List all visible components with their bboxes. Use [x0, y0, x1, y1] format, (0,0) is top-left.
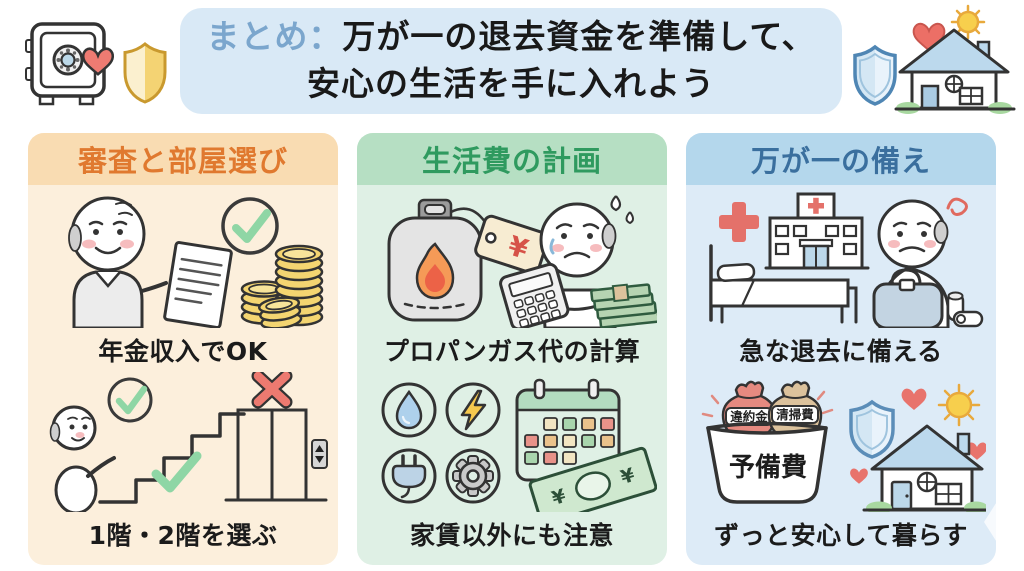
elevator-icon — [224, 408, 328, 502]
lightning-circle-icon — [445, 382, 501, 438]
hospital-icon — [764, 192, 870, 270]
sun-icon — [950, 4, 986, 40]
column-emergency-header: 万が一の備え — [686, 133, 996, 185]
banknote-stack-icon — [590, 283, 657, 328]
pension-illustration-area — [28, 185, 338, 331]
label-choose-floor: 1階・2階を選ぶ — [88, 521, 278, 550]
title-line-2: 安心の生活を手に入れよう — [307, 64, 715, 103]
calculator-icon — [499, 262, 570, 328]
label-prepare-move: 急な退去に備える — [739, 337, 943, 366]
gold-shield-icon — [123, 42, 167, 104]
label-propane-calc: プロパンガス代の計算 — [383, 337, 641, 366]
utilities-calendar-illustration: ¥ ¥ — [381, 378, 657, 512]
heart-icon — [966, 442, 986, 460]
title-prefix: まとめ： — [206, 17, 343, 57]
stairs-icon — [98, 412, 246, 504]
cleaning-bag-label: 清掃費 — [776, 407, 814, 422]
green-check-icon — [151, 451, 202, 493]
safe-icon — [25, 22, 106, 106]
propane-tank-icon — [387, 198, 483, 322]
water-drop-circle-icon — [381, 382, 437, 438]
sudden-move-illustration-area — [686, 185, 996, 331]
red-x-icon — [251, 372, 293, 409]
label-pension-ok: 年金収入でOK — [98, 337, 268, 366]
title-banner: まとめ：万が一の退去資金を準備して、 安心の生活を手に入れよう — [180, 8, 842, 114]
reserve-tub-icon: 予備費 — [706, 421, 828, 504]
stress-squiggle-icon — [946, 197, 968, 216]
document-icon — [163, 241, 233, 328]
heart-icon — [81, 47, 115, 76]
heart-icon — [901, 388, 927, 411]
title-line-1: まとめ：万が一の退去資金を準備して、 — [206, 15, 815, 60]
penalty-bag-label: 違約金 — [730, 409, 768, 424]
blue-shield-icon — [853, 44, 897, 106]
medical-cross-icon — [719, 202, 759, 242]
yen-banknote-icon: ¥ ¥ — [528, 446, 657, 512]
sparkle-dashes — [701, 390, 834, 434]
hospital-bed-packing-illustration — [709, 192, 984, 328]
price-tag-icon: ¥ — [450, 207, 550, 275]
header-left-icons — [25, 22, 167, 106]
house-icon — [894, 28, 1016, 114]
reserve-fund-house-illustration: 違約金 清掃費 予備費 — [701, 380, 986, 512]
yen-symbol: ¥ — [549, 485, 568, 510]
sweat-drop-icon — [625, 211, 634, 225]
bed-icon — [709, 244, 858, 324]
calendar-icon — [515, 378, 621, 482]
column-living-costs: 生活費の計画 ¥ — [357, 133, 667, 565]
check-circle-icon — [221, 197, 279, 255]
reserve-tub-label: 予備費 — [729, 452, 807, 483]
reserve-fund-illustration-area: 違約金 清掃費 予備費 — [686, 369, 996, 515]
label-live-secure: ずっと安心して暮らす — [714, 521, 968, 550]
coin-stacks-icon — [240, 244, 324, 328]
pension-check-coins-illustration — [68, 196, 324, 328]
sweat-drop-icon — [610, 195, 622, 212]
blue-shield-icon — [849, 399, 895, 459]
check-circle-icon — [107, 377, 153, 423]
column-screening: 審査と部屋選び — [28, 133, 338, 565]
sun-icon — [937, 383, 981, 427]
title-line-1-text: 万が一の退去資金を準備して、 — [342, 17, 816, 57]
column-screening-header: 審査と部屋選び — [28, 133, 338, 185]
column-living-costs-header: 生活費の計画 — [357, 133, 667, 185]
heart-icon — [850, 468, 868, 484]
header-right-icons — [853, 4, 1016, 114]
propane-calculation-illustration: ¥ — [387, 195, 657, 328]
propane-illustration-area: ¥ — [357, 185, 667, 331]
stairs-elevator-illustration — [49, 372, 328, 512]
house-icon — [862, 424, 986, 512]
elderly-person-pointing-icon — [49, 405, 116, 512]
utilities-illustration-area: ¥ ¥ — [357, 369, 667, 515]
plug-circle-icon — [381, 448, 437, 504]
yen-symbol: ¥ — [618, 464, 637, 489]
rolled-items-icon — [946, 291, 984, 328]
floor-illustration-area — [28, 369, 338, 515]
column-emergency: 万が一の備え — [686, 133, 996, 565]
gear-circle-icon — [445, 448, 501, 504]
label-beyond-rent: 家賃以外にも注意 — [409, 521, 614, 550]
elderly-man-with-document-icon — [68, 196, 168, 328]
travel-bag-icon — [872, 268, 944, 328]
